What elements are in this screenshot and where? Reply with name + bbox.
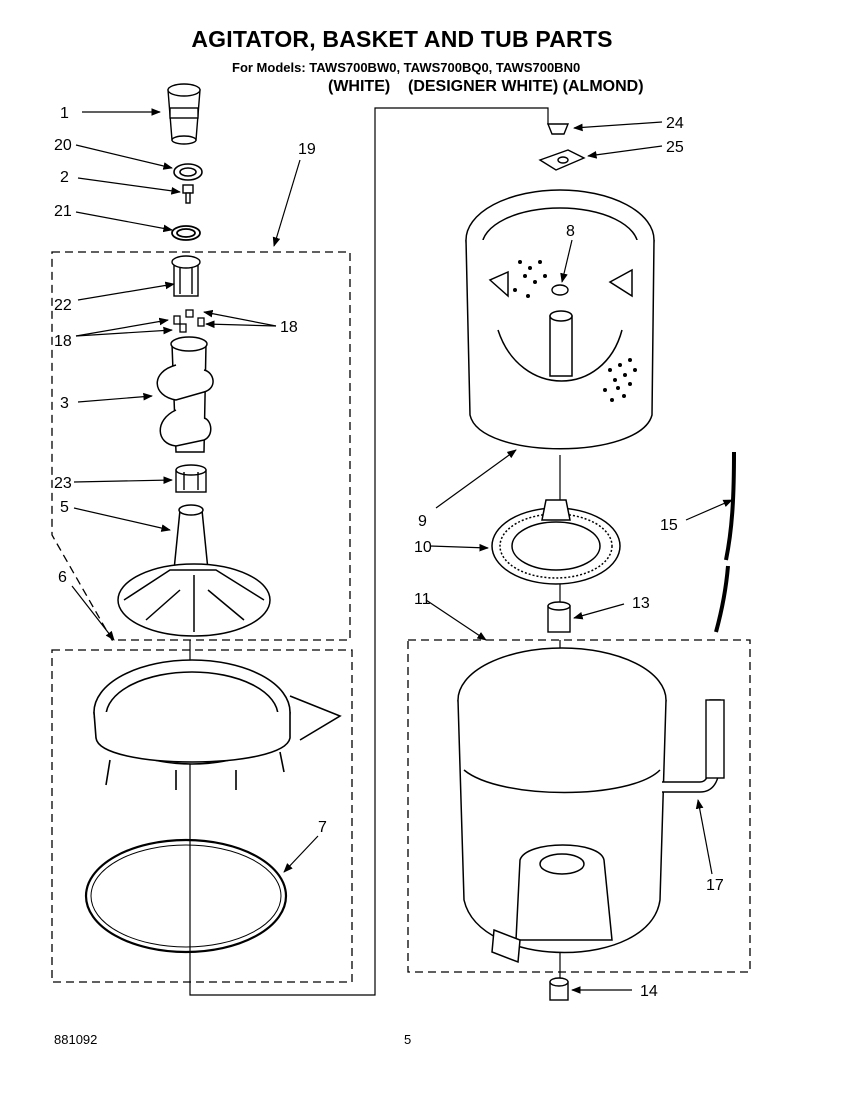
callout-5: 5 bbox=[60, 499, 69, 516]
callout-2: 2 bbox=[60, 169, 69, 186]
drive-coupling-part bbox=[175, 464, 207, 493]
agitator-base-part bbox=[117, 504, 271, 637]
callout-20: 20 bbox=[54, 137, 72, 154]
callout-8: 8 bbox=[566, 223, 575, 240]
tub-seal-part bbox=[549, 977, 569, 1001]
callout-10: 10 bbox=[414, 539, 432, 556]
callout-9: 9 bbox=[418, 513, 427, 530]
washer-part bbox=[171, 225, 201, 241]
callout-23: 23 bbox=[54, 475, 72, 492]
agitator-cam-part bbox=[171, 255, 201, 297]
callout-7: 7 bbox=[318, 819, 327, 836]
bolt-part bbox=[182, 184, 194, 204]
document-number: 881092 bbox=[54, 1032, 98, 1047]
page-title: AGITATOR, BASKET AND TUB PARTS bbox=[191, 26, 613, 52]
callout-14: 14 bbox=[640, 983, 658, 1000]
callout-18-left: 18 bbox=[54, 333, 72, 350]
spin-basket-part bbox=[465, 189, 655, 450]
callout-13: 13 bbox=[632, 595, 650, 612]
callout-6: 6 bbox=[58, 569, 67, 586]
callout-leader-lines bbox=[71, 108, 733, 994]
model-list: For Models: TAWS700BW0, TAWS700BQ0, TAWS… bbox=[232, 60, 581, 75]
drain-hose-part bbox=[714, 451, 736, 633]
hub-plate-part bbox=[538, 149, 586, 171]
tub-clamp-band-part bbox=[84, 838, 288, 954]
callout-15: 15 bbox=[660, 517, 678, 534]
basket-nut-part bbox=[551, 284, 569, 296]
bearing-part bbox=[547, 601, 571, 633]
callout-17: 17 bbox=[706, 877, 724, 894]
callout-11: 11 bbox=[414, 591, 431, 608]
tub-hose-connector-part bbox=[662, 699, 725, 793]
agitator-cap-part bbox=[167, 83, 201, 145]
callout-19: 19 bbox=[298, 141, 316, 158]
callout-3: 3 bbox=[60, 395, 69, 412]
callout-22: 22 bbox=[54, 297, 72, 314]
outer-tub-part bbox=[457, 647, 667, 964]
basket-perforations bbox=[513, 260, 637, 402]
variant-designer-almond-label: (DESIGNER WHITE) (ALMOND) bbox=[408, 78, 644, 95]
cap-retainer-ring-part bbox=[173, 163, 203, 181]
agitator-group-box bbox=[51, 251, 351, 641]
callout-21: 21 bbox=[54, 203, 72, 220]
callout-1: 1 bbox=[60, 105, 69, 122]
auger-part bbox=[156, 336, 214, 453]
callout-25: 25 bbox=[666, 139, 684, 156]
page-number: 5 bbox=[404, 1032, 412, 1047]
callout-18-right: 18 bbox=[280, 319, 298, 336]
callout-numbers: 1 20 2 21 19 22 18 18 3 23 5 6 7 24 25 8… bbox=[54, 105, 724, 1000]
variant-white-label: (WHITE) bbox=[328, 78, 391, 95]
retainer-clip-part bbox=[546, 123, 570, 135]
outer-tub-group-box bbox=[51, 649, 353, 983]
basket-drive-part bbox=[491, 499, 621, 585]
callout-24: 24 bbox=[666, 115, 684, 132]
tub-ring-part bbox=[93, 659, 342, 790]
inner-tub-group-box bbox=[407, 639, 751, 973]
agitator-dogs-part bbox=[173, 309, 205, 333]
